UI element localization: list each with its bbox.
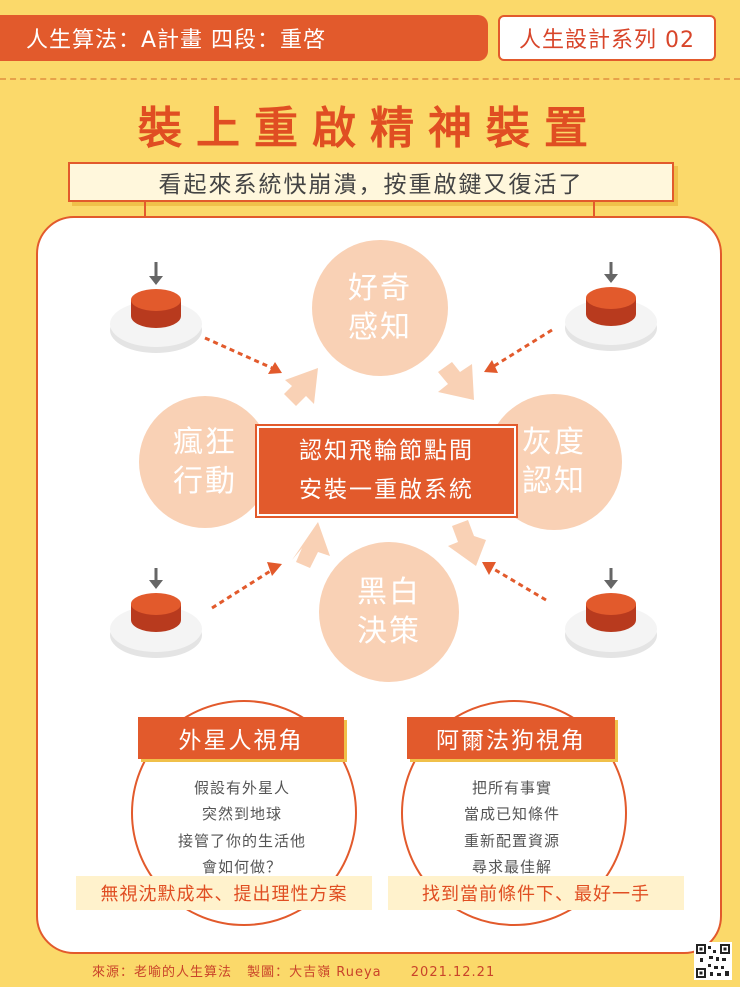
dotted-arrow-bottom-right (491, 566, 547, 602)
header-right-label: 人生設計系列 02 (519, 28, 695, 53)
arrow-right-to-bottom (448, 520, 486, 566)
center-line1: 認知飛輪節點間 (299, 437, 474, 464)
circle-right-line2: 認知 (522, 464, 586, 499)
page-title: 裝上重啟精神裝置 (138, 103, 602, 154)
dotted-arrow-top-right (493, 328, 553, 368)
alien-view-text: 假設有外星人 突然到地球 接管了你的生活他 會如何做？ (131, 775, 353, 880)
alphago-view-text: 把所有事實 當成已知條件 重新配置資源 尋求最佳解 (401, 775, 623, 880)
alien-view-line: 會如何做？ (201, 857, 282, 876)
circle-black-white-decision: 黑白 決策 (319, 542, 459, 682)
circle-right-line1: 灰度 (522, 425, 586, 460)
header-left-label: 人生算法：A計畫 四段：重啓 (26, 28, 327, 53)
arrow-top-to-right (438, 362, 474, 400)
alien-view-conclusion: 無視沈默成本、提出理性方案 (76, 876, 372, 910)
footer-source: 來源：老喻的人生算法 (92, 965, 233, 980)
alien-view-line: 接管了你的生活他 (177, 831, 306, 850)
circle-top-line2: 感知 (348, 310, 412, 345)
page-subtitle: 看起來系統快崩潰，按重啟鍵又復活了 (68, 162, 674, 202)
circle-bottom-line2: 決策 (357, 614, 421, 649)
alphago-view-line: 重新配置資源 (463, 831, 560, 850)
alphago-view-conclusion-text: 找到當前條件下、最好一手 (422, 884, 650, 905)
reset-button-icon-bottom-left (110, 568, 202, 658)
circle-crazy-action: 瘋狂 行動 (139, 396, 271, 528)
circle-left-line2: 行動 (173, 464, 237, 499)
arrow-bottom-to-left (292, 522, 330, 568)
dotted-arrow-top-left (204, 336, 273, 370)
circle-left-line1: 瘋狂 (173, 425, 237, 460)
alphago-view-title-text: 阿爾法狗視角 (436, 728, 586, 754)
circle-bottom-line1: 黑白 (357, 575, 421, 610)
alphago-view-line: 尋求最佳解 (471, 857, 552, 876)
qr-code-icon[interactable] (694, 942, 732, 980)
alien-view-line: 假設有外星人 (193, 779, 290, 797)
header-series-banner: 人生算法：A計畫 四段：重啓 (0, 15, 488, 61)
header-series-badge: 人生設計系列 02 (498, 15, 716, 61)
reset-button-icon-top-right (565, 262, 657, 351)
center-line2: 安裝一重啟系統 (299, 477, 474, 503)
circle-top-line1: 好奇 (348, 271, 412, 306)
footer-maker: 製圖：大吉嶺 Rueya (247, 965, 382, 980)
footer-credits: 來源：老喻的人生算法 製圖：大吉嶺 Rueya 2021.12.21 (92, 961, 505, 980)
reset-button-icon-bottom-right (565, 568, 657, 658)
alphago-view-conclusion: 找到當前條件下、最好一手 (388, 876, 684, 910)
dotted-arrowhead-bottom-right (482, 562, 496, 575)
footer-date: 2021.12.21 (410, 965, 496, 980)
alien-view-conclusion-text: 無視沈默成本、提出理性方案 (100, 884, 348, 905)
arrow-left-to-top (284, 368, 318, 406)
dotted-arrow-bottom-left (211, 568, 273, 610)
alphago-view-line: 當成已知條件 (463, 805, 560, 824)
alien-view-title: 外星人視角 (138, 717, 344, 759)
alphago-view-title: 阿爾法狗視角 (407, 717, 615, 759)
subtitle-text: 看起來系統快崩潰，按重啟鍵又復活了 (158, 172, 584, 198)
dotted-arrowhead-bottom-left (267, 562, 282, 576)
alien-view-line: 突然到地球 (201, 805, 282, 824)
circle-curious-perception: 好奇 感知 (312, 240, 448, 376)
center-reset-box: 認知飛輪節點間 安裝一重啟系統 (257, 426, 516, 516)
alphago-view-line: 把所有事實 (471, 779, 552, 797)
header-divider (0, 78, 740, 80)
dotted-arrowhead-top-left (268, 362, 282, 374)
reset-button-icon-top-left (110, 262, 202, 353)
alien-view-title-text: 外星人視角 (178, 728, 304, 754)
dotted-arrowhead-top-right (484, 360, 498, 373)
